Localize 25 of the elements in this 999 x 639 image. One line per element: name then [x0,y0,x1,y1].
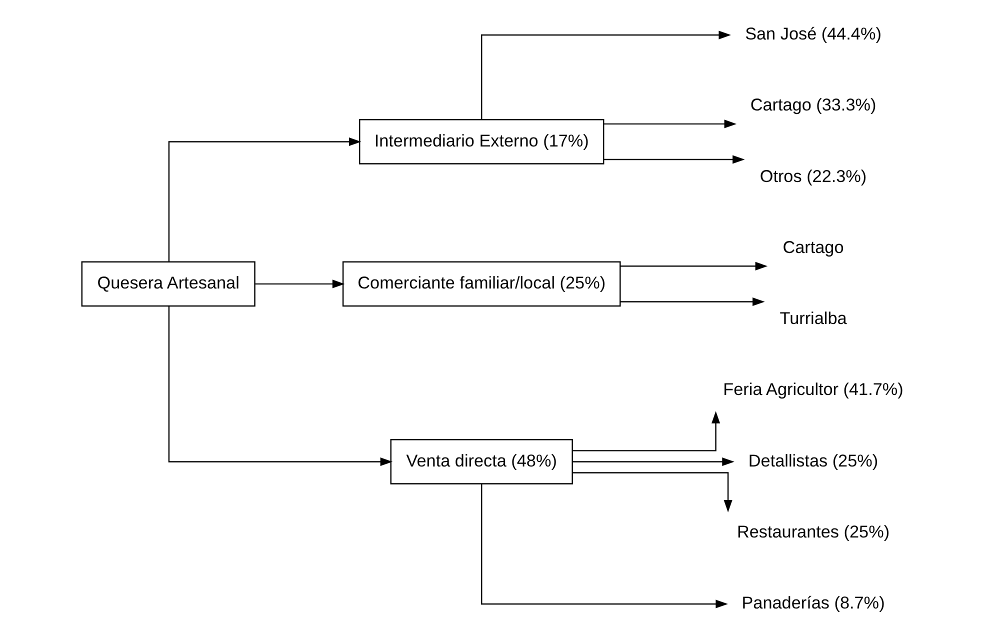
arrow [572,457,734,466]
node-box: Comerciante familiar/local (25%) [342,261,620,307]
arrow [620,297,764,306]
node-text: Restaurantes (25%) [736,521,890,542]
node-text: San José (44.4%) [744,24,881,44]
node-box: Quesera Artesanal [80,261,255,307]
node-text: Turrialba [779,308,846,328]
arrow [480,30,730,120]
node-text: Detallistas (25%) [748,450,878,470]
arrow [168,306,392,466]
arrow [603,155,744,164]
node-box: Venta directa (48%) [390,439,572,484]
arrow [572,411,720,452]
arrow [572,472,732,512]
node-text: Cartago (33.3%) [750,94,876,115]
arrow [603,120,736,128]
node-box: Intermediario Externo (17%) [358,119,604,164]
node-text: Otros (22.3%) [759,166,866,186]
arrow [480,484,728,608]
arrow [254,280,344,288]
node-text: Panaderías (8.7%) [741,592,884,612]
arrow [620,262,768,270]
node-text: Cartago [782,236,844,257]
node-text: Feria Agricultor (41.7%) [722,379,903,400]
arrow [168,137,361,262]
